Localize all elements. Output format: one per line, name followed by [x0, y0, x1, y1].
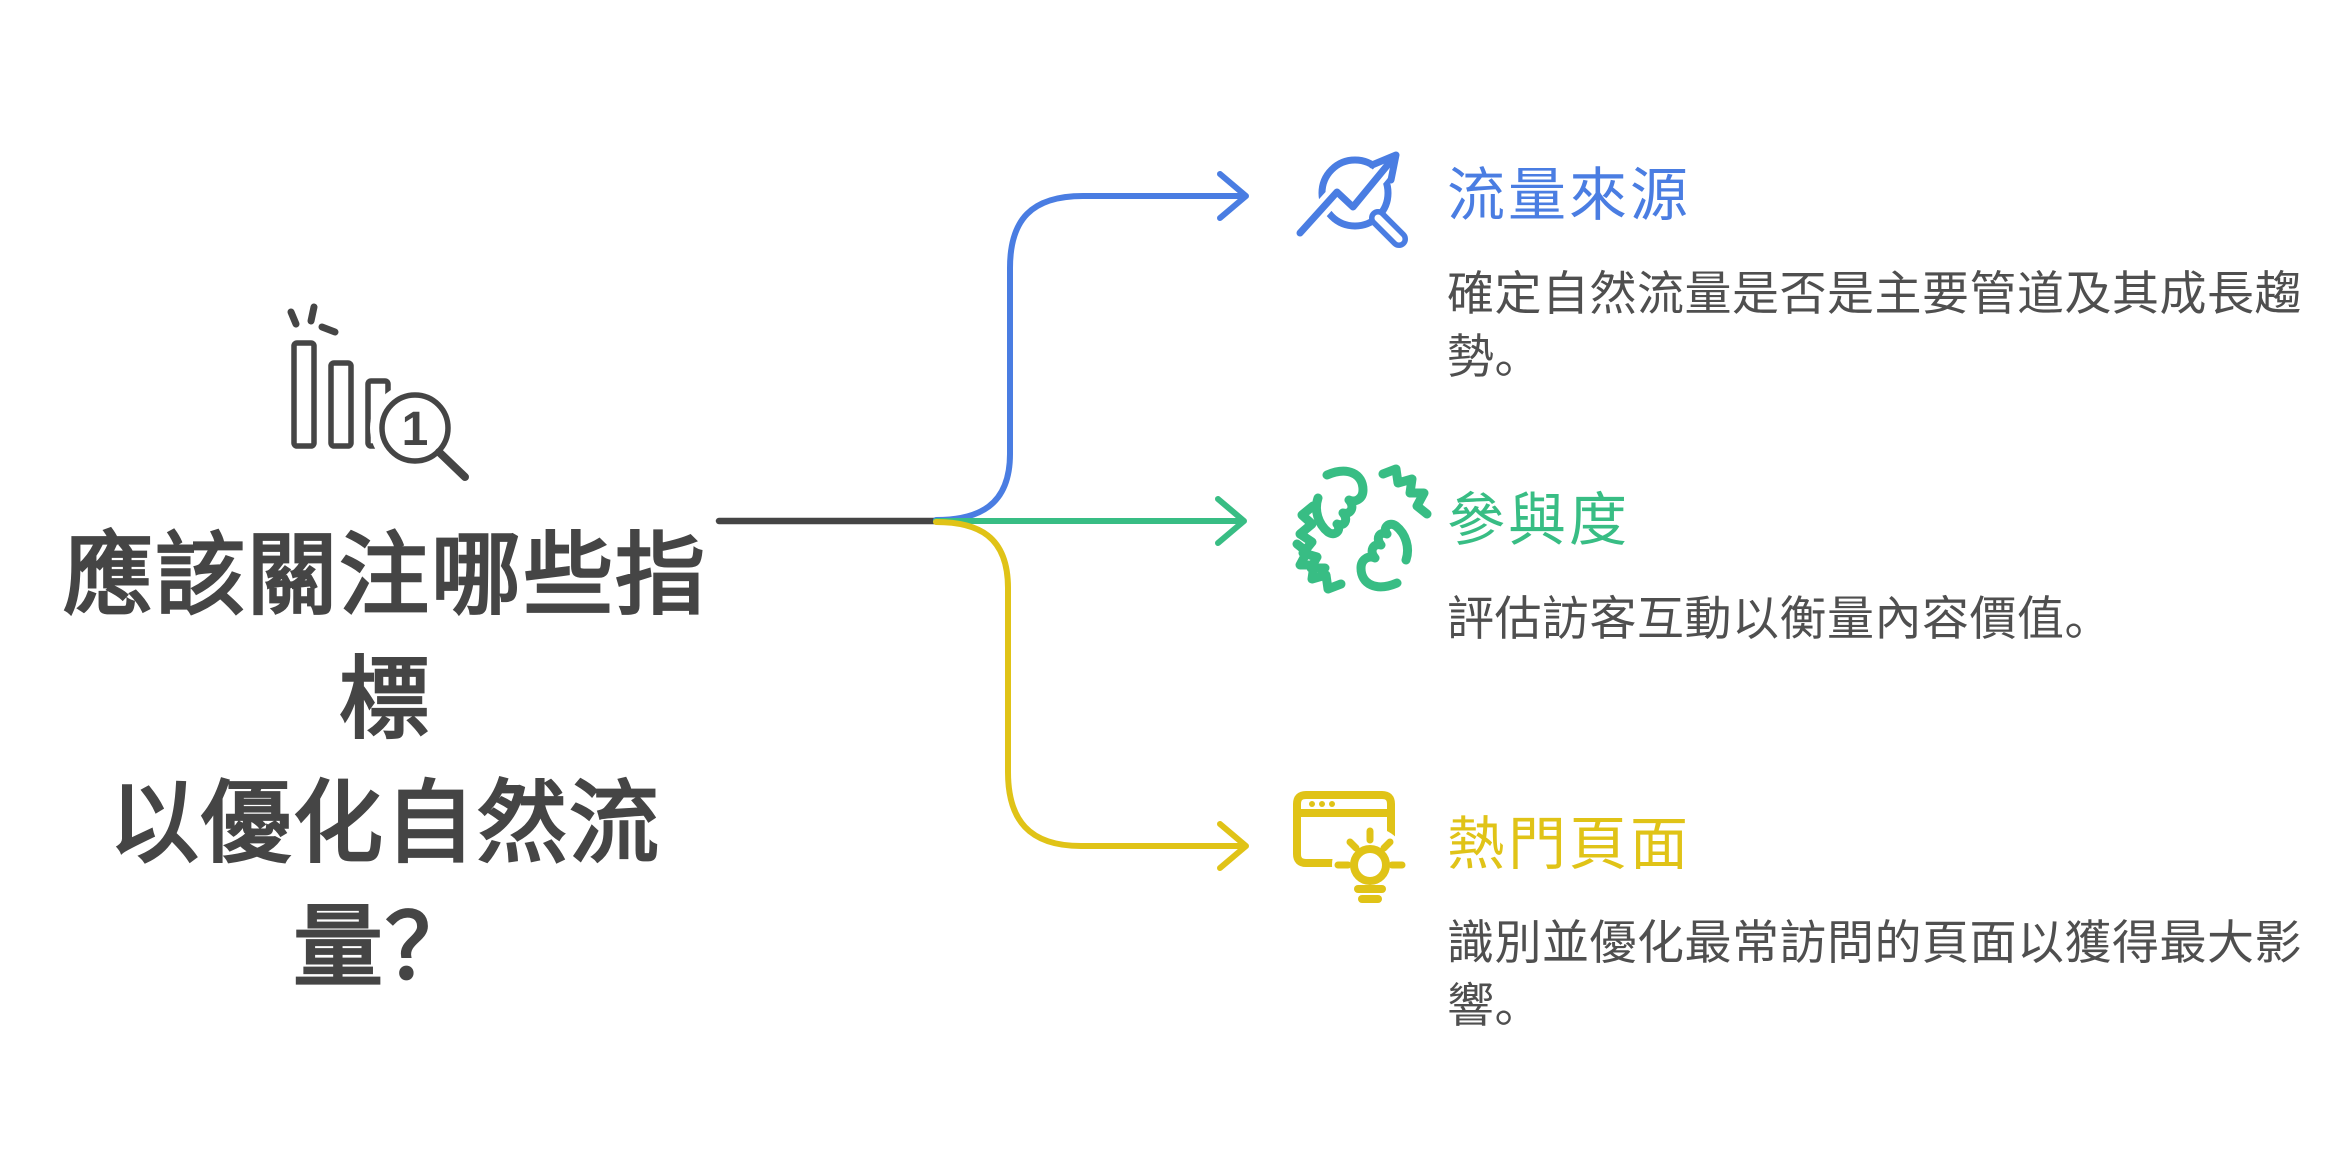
clasped-hands-icon	[1292, 462, 1432, 596]
arrowhead-engagement	[1215, 496, 1247, 546]
magnifier-handle	[435, 448, 469, 481]
central-question-title: 應該關注哪些指標 以優化自然流量？	[28, 514, 742, 1010]
lightbulb-icon	[1350, 845, 1390, 885]
branch-title-traffic-sources: 流量來源	[1447, 163, 1692, 228]
branch-description-traffic-sources: 確定自然流量是否是主要管道及其成長趨勢。	[1447, 267, 2302, 383]
title-line-1: 應該關注哪些指標	[63, 526, 707, 750]
branch-curve-traffic-sources	[933, 193, 1243, 523]
arrowhead-traffic-sources	[1217, 171, 1249, 221]
bar-chart-rank-magnifier-icon: 1	[283, 298, 478, 488]
branch-description-engagement: 評估訪客互動以衡量內容價值。	[1447, 592, 2112, 645]
trend-arrowhead	[1368, 151, 1400, 184]
arrowhead-top-pages	[1217, 821, 1249, 871]
trend-magnifier-icon	[1291, 136, 1421, 260]
branch-description-top-pages: 識別並優化最常訪問的頁面以獲得最大影響。	[1447, 916, 2302, 1032]
branch-title-engagement: 參與度	[1447, 488, 1631, 553]
title-line-2: 以優化自然流量？	[109, 774, 661, 998]
branch-curve-top-pages	[933, 519, 1243, 849]
browser-lightbulb-icon	[1293, 787, 1414, 907]
branch-title-top-pages: 熱門頁面	[1447, 812, 1692, 877]
sparkle-icon	[287, 308, 300, 328]
rank-badge: 1	[402, 403, 429, 456]
